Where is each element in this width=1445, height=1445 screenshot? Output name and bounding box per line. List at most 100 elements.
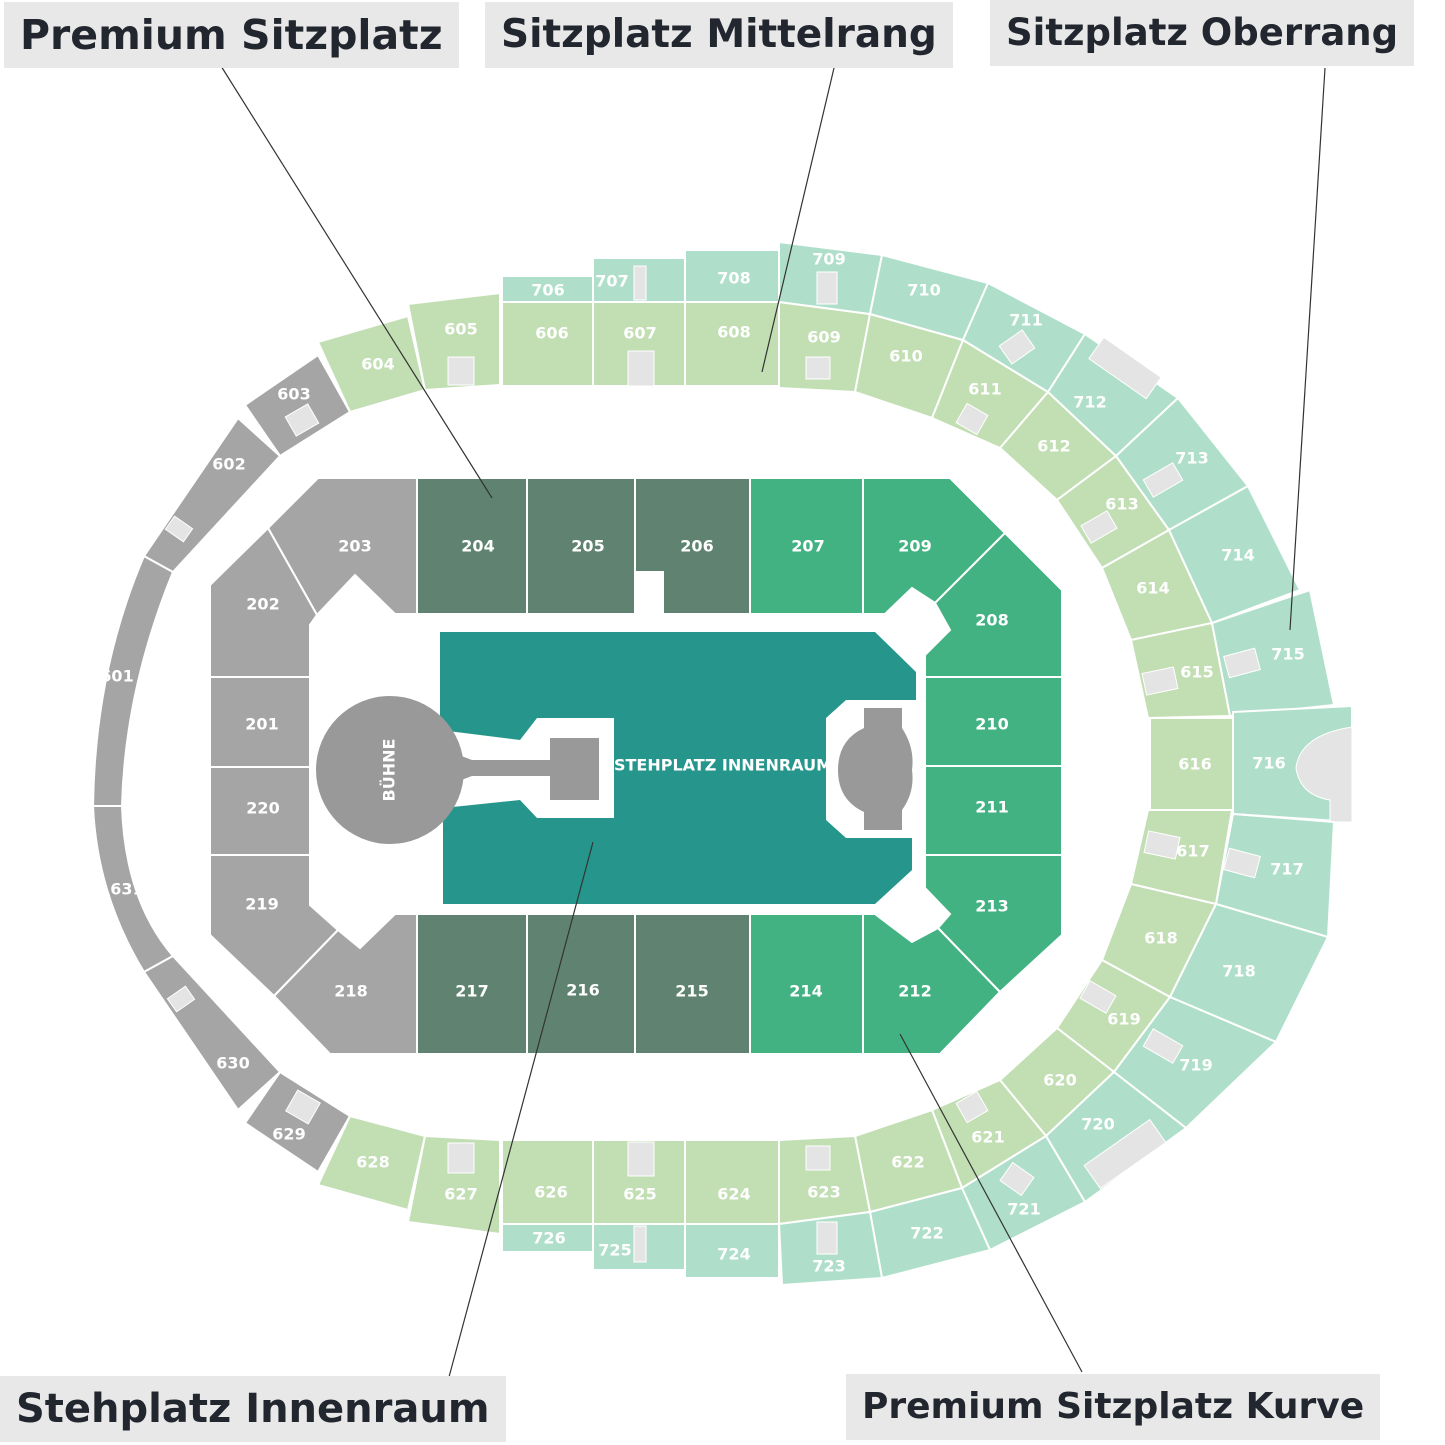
label-706: 706 bbox=[531, 281, 564, 300]
outer-ring-left bbox=[91, 353, 352, 1174]
label-207: 207 bbox=[791, 537, 824, 556]
block-709 bbox=[816, 271, 838, 305]
section-216[interactable] bbox=[526, 913, 636, 1055]
section-715[interactable] bbox=[1210, 588, 1336, 718]
label-202: 202 bbox=[246, 595, 279, 614]
section-218[interactable] bbox=[272, 913, 418, 1055]
block-609 bbox=[805, 356, 831, 380]
label-607: 607 bbox=[623, 324, 656, 343]
block-720 bbox=[1083, 1118, 1167, 1190]
block-712 bbox=[1088, 336, 1162, 400]
block-629 bbox=[285, 1089, 321, 1125]
label-714: 714 bbox=[1221, 546, 1254, 565]
label-upper: Sitzplatz Oberrang bbox=[990, 0, 1415, 66]
section-211[interactable] bbox=[924, 765, 1063, 856]
label-712: 712 bbox=[1073, 393, 1106, 412]
section-labels: 203 204 205 206 207 209 202 208 201 210 … bbox=[100, 250, 1304, 1276]
label-707: 707 bbox=[595, 272, 628, 291]
middle-ring-bottom bbox=[316, 1108, 964, 1236]
middle-ring-right bbox=[930, 528, 1234, 1190]
label-603: 603 bbox=[277, 385, 310, 404]
label-610: 610 bbox=[889, 347, 922, 366]
label-720: 720 bbox=[1081, 1115, 1114, 1134]
label-615: 615 bbox=[1180, 663, 1213, 682]
section-215[interactable] bbox=[634, 913, 751, 1055]
section-605[interactable] bbox=[406, 291, 501, 392]
block-707 bbox=[633, 265, 647, 301]
section-207[interactable] bbox=[749, 477, 864, 615]
block-607 bbox=[627, 350, 655, 387]
label-212: 212 bbox=[898, 982, 931, 1001]
stage-label: BÜHNE bbox=[380, 739, 399, 802]
label-219: 219 bbox=[245, 895, 278, 914]
lower-level bbox=[209, 477, 1063, 1055]
section-214[interactable] bbox=[749, 913, 864, 1055]
label-606: 606 bbox=[535, 324, 568, 343]
section-624[interactable] bbox=[684, 1139, 780, 1225]
label-214: 214 bbox=[789, 982, 822, 1001]
section-210[interactable] bbox=[924, 676, 1063, 767]
standing-area[interactable] bbox=[440, 632, 916, 904]
floor bbox=[316, 632, 916, 904]
section-217[interactable] bbox=[416, 913, 528, 1055]
label-211: 211 bbox=[975, 798, 1008, 817]
label-715: 715 bbox=[1271, 645, 1304, 664]
label-608: 608 bbox=[717, 323, 750, 342]
label-625: 625 bbox=[623, 1185, 656, 1204]
leader-standing bbox=[448, 841, 594, 1378]
block-716 bbox=[1295, 726, 1353, 823]
label-204: 204 bbox=[461, 537, 494, 556]
section-608[interactable] bbox=[684, 301, 780, 387]
label-middle: Sitzplatz Mittelrang bbox=[485, 2, 953, 68]
block-725 bbox=[633, 1225, 647, 1263]
block-623 bbox=[805, 1145, 831, 1171]
block-723 bbox=[816, 1221, 838, 1255]
label-618: 618 bbox=[1144, 929, 1177, 948]
label-718: 718 bbox=[1222, 962, 1255, 981]
section-205[interactable] bbox=[526, 477, 636, 615]
section-201[interactable] bbox=[209, 676, 311, 768]
section-204[interactable] bbox=[416, 477, 528, 615]
section-726[interactable] bbox=[501, 1223, 594, 1253]
label-617: 617 bbox=[1176, 842, 1209, 861]
leader-middle bbox=[761, 67, 835, 373]
section-708[interactable] bbox=[684, 249, 780, 303]
label-723: 723 bbox=[812, 1257, 845, 1276]
block-615 bbox=[1141, 666, 1179, 696]
block-603 bbox=[284, 403, 320, 437]
label-213: 213 bbox=[975, 897, 1008, 916]
stage[interactable] bbox=[316, 696, 464, 844]
section-627[interactable] bbox=[406, 1134, 501, 1236]
label-premium: Premium Sitzplatz bbox=[4, 2, 459, 68]
block-715 bbox=[1223, 647, 1261, 679]
section-212[interactable] bbox=[862, 913, 1002, 1055]
block-617 bbox=[1143, 830, 1181, 860]
section-628[interactable] bbox=[316, 1114, 427, 1212]
middle-ring-top bbox=[316, 291, 1171, 570]
section-220[interactable] bbox=[209, 766, 311, 856]
label-609: 609 bbox=[807, 328, 840, 347]
label-619: 619 bbox=[1107, 1010, 1140, 1029]
label-623: 623 bbox=[807, 1183, 840, 1202]
block-611 bbox=[955, 402, 989, 436]
section-208[interactable] bbox=[924, 531, 1063, 678]
label-612: 612 bbox=[1037, 437, 1070, 456]
label-628: 628 bbox=[356, 1153, 389, 1172]
section-209[interactable] bbox=[862, 477, 1007, 615]
block-630 bbox=[166, 985, 196, 1013]
label-621: 621 bbox=[971, 1128, 1004, 1147]
label-708: 708 bbox=[717, 269, 750, 288]
section-606[interactable] bbox=[501, 301, 594, 387]
label-218: 218 bbox=[334, 982, 367, 1001]
label-722: 722 bbox=[910, 1224, 943, 1243]
block-602 bbox=[164, 515, 194, 543]
label-205: 205 bbox=[571, 537, 604, 556]
label-717: 717 bbox=[1270, 860, 1303, 879]
label-626: 626 bbox=[534, 1183, 567, 1202]
label-614: 614 bbox=[1136, 579, 1169, 598]
label-709: 709 bbox=[812, 250, 845, 269]
label-standing: Stehplatz Innenraum bbox=[0, 1376, 506, 1442]
label-604: 604 bbox=[361, 355, 394, 374]
section-616[interactable] bbox=[1149, 717, 1234, 811]
label-209: 209 bbox=[898, 537, 931, 556]
